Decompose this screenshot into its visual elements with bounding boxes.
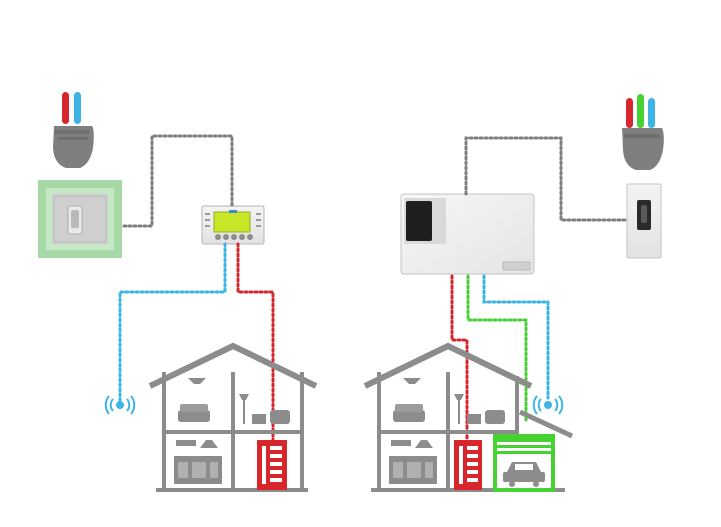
fingerprint-reader-icon [626, 183, 662, 259]
wireless-signal-icon [104, 395, 136, 415]
controller-to-wireless-line [118, 242, 227, 402]
red-finger [62, 92, 69, 124]
left-connections [118, 134, 275, 442]
fingerprint-reader-icon [38, 180, 122, 258]
left-house [148, 342, 318, 492]
right-connections [450, 136, 629, 442]
reader-to-controller-line [464, 136, 629, 222]
right-system [363, 94, 664, 492]
green-finger [637, 94, 644, 128]
sofa [178, 410, 210, 422]
blue-finger [648, 98, 655, 128]
control-unit-lcd-icon [201, 205, 265, 245]
wireless-signal-icon [532, 395, 564, 415]
controller-screen [406, 201, 432, 241]
reader-to-controller-line [122, 134, 234, 228]
hand-palm [53, 126, 94, 168]
blue-finger [74, 92, 81, 124]
red-finger [626, 98, 633, 128]
two-finger-hand-icon [53, 92, 94, 168]
controller-to-wireless-line [482, 274, 550, 400]
right-house [363, 342, 574, 492]
lcd-screen [213, 211, 251, 233]
car-icon [503, 462, 545, 487]
controller-to-front-door-line [450, 274, 469, 442]
hand-palm [622, 128, 664, 170]
garage [493, 434, 555, 492]
left-system [38, 92, 318, 492]
three-finger-hand-icon [622, 94, 664, 170]
control-unit-box-icon [400, 193, 535, 275]
controller-to-garage-line [466, 274, 528, 422]
